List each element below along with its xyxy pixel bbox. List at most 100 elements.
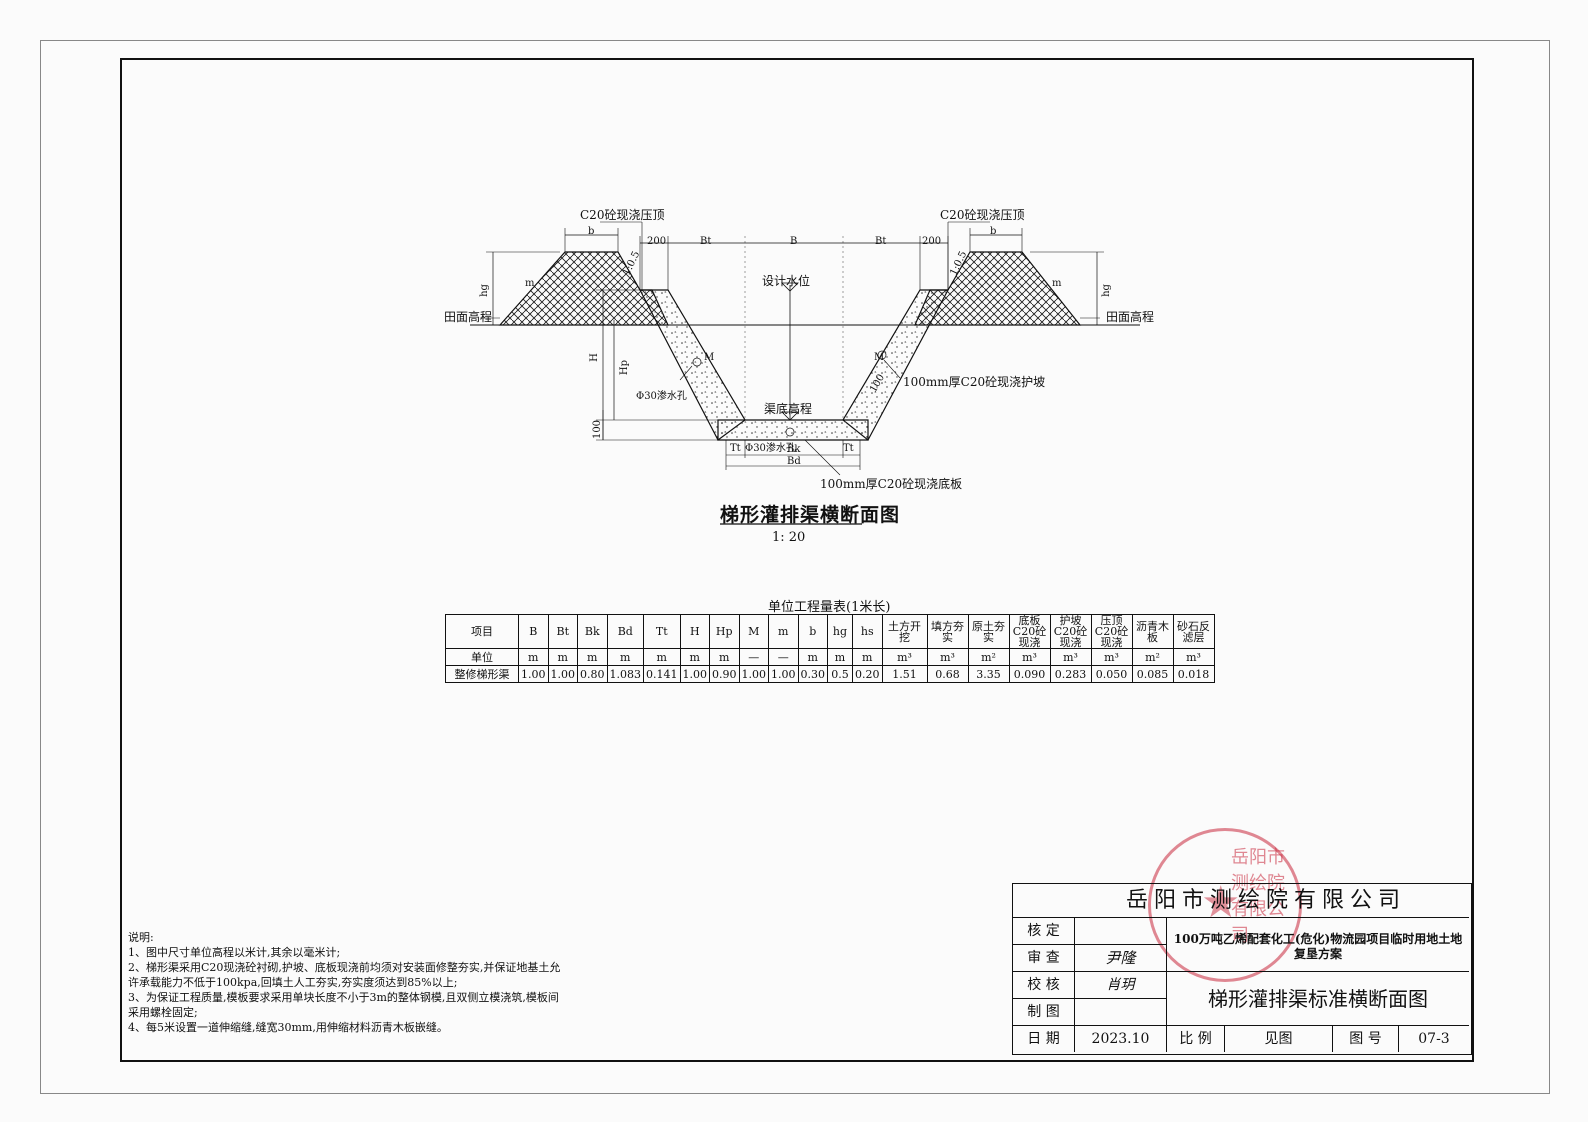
notes-block: 说明: 1、图中尺寸单位高程以米计,其余以毫米计; 2、梯形渠采用C20现浇砼衬… xyxy=(128,930,560,1035)
table-header-cell: B xyxy=(518,614,549,649)
table-header-cell: 项目 xyxy=(445,614,519,649)
table-cell: m xyxy=(577,648,608,666)
check-sign-cell xyxy=(1075,918,1167,945)
dim-bt-left: Bt xyxy=(700,236,712,247)
table-header-cell: Tt xyxy=(643,614,681,649)
m-right: m xyxy=(1052,278,1062,289)
table-header-cell: m xyxy=(768,614,799,649)
channel-bottom-elevation: 渠底高程 xyxy=(764,402,813,416)
design-water-level: 设计水位 xyxy=(762,274,811,288)
field-elevation-right: 田面高程 xyxy=(1106,310,1155,324)
table-cell: 0.018 xyxy=(1172,665,1215,683)
table-cell: m xyxy=(709,648,740,666)
hp-label: Hp xyxy=(619,359,631,376)
tt-left: Tt xyxy=(730,443,741,454)
table-cell: 0.30 xyxy=(797,665,828,683)
dim-b-left: b xyxy=(588,226,595,237)
draw-label: 制 图 xyxy=(1013,999,1075,1026)
table-cell: 0.050 xyxy=(1090,665,1133,683)
table-cell: m xyxy=(797,648,828,666)
table-header-cell: 填方夯实 xyxy=(926,614,969,649)
table-cell: 0.80 xyxy=(577,665,608,683)
verifier-signature: 肖玥 xyxy=(1075,972,1167,999)
table-header-cell: b xyxy=(797,614,828,649)
table-cell: 1.51 xyxy=(881,665,928,683)
table-cell: m³ xyxy=(1008,648,1051,666)
table-cell: m xyxy=(827,648,853,666)
table-cell: m xyxy=(547,648,578,666)
note-item: 采用螺栓固定; xyxy=(128,1006,198,1019)
table-cell: 0.90 xyxy=(709,665,740,683)
table-cell: 1.00 xyxy=(679,665,710,683)
sheet-inner-border xyxy=(120,58,1474,1062)
table-cell: 0.5 xyxy=(827,665,853,683)
table-cell: 0.141 xyxy=(643,665,681,683)
draw-sign-cell xyxy=(1075,999,1167,1026)
m-slope-right: M xyxy=(874,352,885,363)
table-cell: m² xyxy=(1131,648,1174,666)
seal-text: 岳阳市测绘院有限公司 xyxy=(1231,847,1285,946)
table-header-cell: M xyxy=(738,614,769,649)
table-cell: — xyxy=(738,648,769,666)
scale-label: 比 例 xyxy=(1167,1026,1225,1052)
table-cell: 1.00 xyxy=(547,665,578,683)
verify-label: 校 核 xyxy=(1013,972,1075,999)
table-cell: m² xyxy=(967,648,1010,666)
check-label: 核 定 xyxy=(1013,918,1075,945)
dim-200-left: 200 xyxy=(647,236,667,247)
drain-hole-left: Φ30渗水孔 xyxy=(636,391,687,402)
table-cell: m³ xyxy=(1172,648,1215,666)
bk-label: Bk xyxy=(787,444,801,455)
table-header-cell: hs xyxy=(852,614,883,649)
table-header-cell: 沥青木板 xyxy=(1131,614,1174,649)
table-cell: m³ xyxy=(1049,648,1092,666)
quantity-table: 项目 B Bt Bk Bd Tt H Hp M m b hg hs 土方开挖 填… xyxy=(445,614,1215,683)
table-cell: m xyxy=(606,648,644,666)
m-left: m xyxy=(525,278,535,289)
table-cell: m xyxy=(518,648,549,666)
table-cell: 1.00 xyxy=(738,665,769,683)
table-cell: 0.20 xyxy=(852,665,883,683)
cap-left-label: C20砼现浇压顶 xyxy=(580,208,665,222)
h-label: H xyxy=(588,353,600,362)
bd-label: Bd xyxy=(787,456,801,467)
tt-right: Tt xyxy=(843,443,854,454)
table-cell: — xyxy=(768,648,799,666)
table-cell: 0.090 xyxy=(1008,665,1051,683)
reviewer-signature: 尹隆 xyxy=(1075,945,1167,972)
table-header-cell: 压顶C20砼现浇 xyxy=(1090,614,1133,649)
table-header-row: 项目 B Bt Bk Bd Tt H Hp M m b hg hs 土方开挖 填… xyxy=(445,614,1215,649)
table-cell: 0.085 xyxy=(1131,665,1174,683)
company-seal: ★ 岳阳市测绘院有限公司 xyxy=(1148,828,1302,982)
review-label: 审 查 xyxy=(1013,945,1075,972)
date-value: 2023.10 xyxy=(1075,1026,1167,1052)
drain-hole-bottom: Φ30渗水孔 xyxy=(745,443,796,454)
drawing-scale: 1: 20 xyxy=(772,530,806,545)
table-cell: 整修梯形渠 xyxy=(445,665,519,683)
note-item: 许承载能力不低于100kpa,回填土人工夯实,夯实度须达到85%以上; xyxy=(128,976,458,989)
table-cell: 1.00 xyxy=(768,665,799,683)
table-cell: 3.35 xyxy=(967,665,1010,683)
field-elevation-left: 田面高程 xyxy=(444,310,493,324)
project-name: 100万吨乙烯配套化工(危化)物流园项目临时用地土地复垦方案 xyxy=(1167,918,1469,972)
table-cell: m³ xyxy=(926,648,969,666)
date-label: 日 期 xyxy=(1013,1026,1075,1052)
hg-left: hg xyxy=(478,284,490,297)
table-header-cell: Bt xyxy=(547,614,578,649)
fig-no-value: 07-3 xyxy=(1418,1031,1450,1047)
dim-b-right: b xyxy=(990,226,997,237)
note-item: 4、每5米设置一道伸缩缝,缝宽30mm,用伸缩材料沥青木板嵌缝。 xyxy=(128,1021,448,1034)
dim-bt-right: Bt xyxy=(875,236,887,247)
table-header-cell: Hp xyxy=(709,614,740,649)
table-header-cell: H xyxy=(679,614,710,649)
table-cell: 0.68 xyxy=(926,665,969,683)
table-header-cell: Bk xyxy=(577,614,608,649)
dim-100: 100 xyxy=(592,419,604,440)
table-cell: 单位 xyxy=(445,648,519,666)
right-slope-lining xyxy=(842,289,949,441)
table-cell: m xyxy=(852,648,883,666)
dim-b: B xyxy=(790,236,798,247)
table-cell: m xyxy=(679,648,710,666)
scale-value: 见图 xyxy=(1225,1026,1333,1052)
